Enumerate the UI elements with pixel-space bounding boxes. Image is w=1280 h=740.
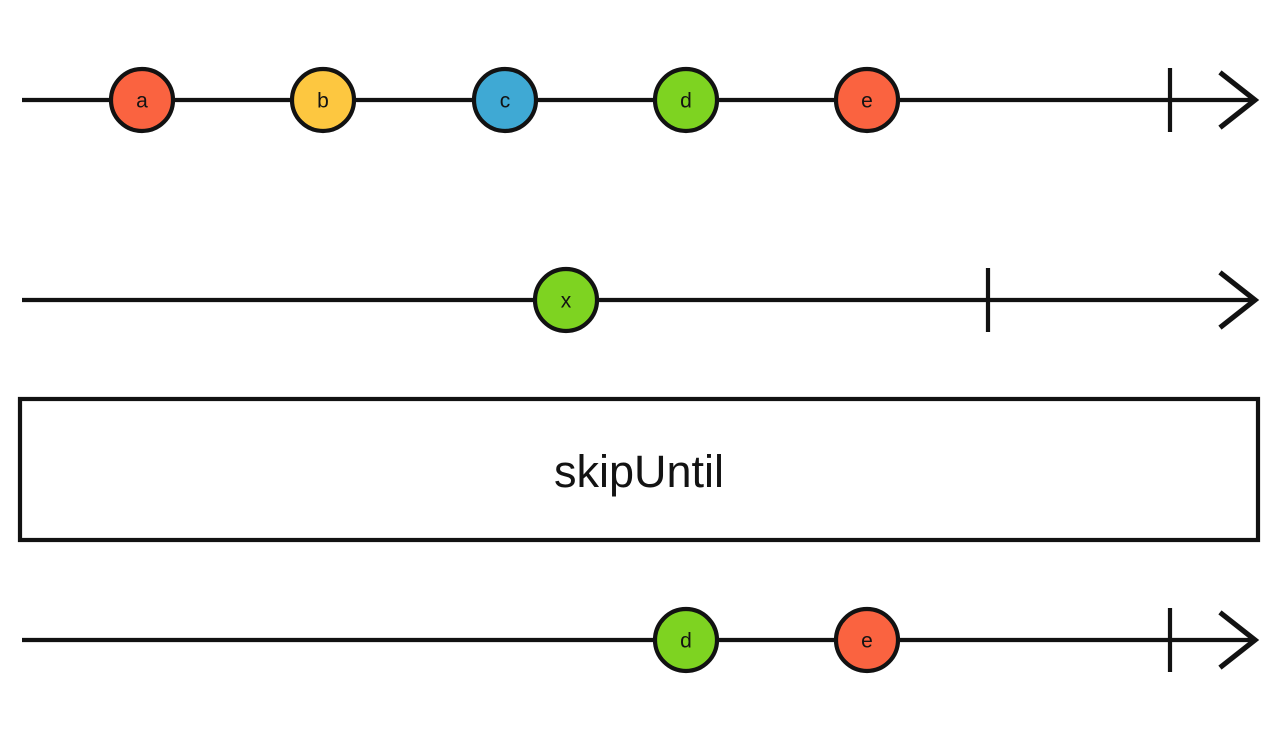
- marble-circle-e[interactable]: [833, 606, 901, 674]
- timeline-arrowhead: [1218, 610, 1260, 670]
- marble-circle-a[interactable]: [108, 66, 176, 134]
- marble-label-x: x: [561, 290, 572, 313]
- marble-b[interactable]: b: [289, 66, 357, 134]
- operator-box-label: skipUntil: [554, 446, 724, 497]
- operator-box-outline: [17, 396, 1261, 543]
- marble-c[interactable]: c: [471, 66, 539, 134]
- operator-box: skipUntil: [17, 396, 1261, 543]
- marble-e[interactable]: e: [833, 606, 901, 674]
- marble-label-a: a: [136, 90, 148, 113]
- marble-d[interactable]: d: [652, 606, 720, 674]
- marble-circle-d[interactable]: [652, 606, 720, 674]
- timeline-arrowhead: [1218, 70, 1260, 130]
- marble-circle-b[interactable]: [289, 66, 357, 134]
- marble-e[interactable]: e: [833, 66, 901, 134]
- marble-d[interactable]: d: [652, 66, 720, 134]
- marble-label-e: e: [861, 630, 873, 653]
- marble-circle-x[interactable]: [532, 266, 600, 334]
- timeline-arrowhead: [1218, 270, 1260, 330]
- marble-circle-d[interactable]: [652, 66, 720, 134]
- marble-x[interactable]: x: [532, 266, 600, 334]
- marble-circle-c[interactable]: [471, 66, 539, 134]
- marble-label-b: b: [317, 90, 329, 113]
- marble-label-e: e: [861, 90, 873, 113]
- marble-label-d: d: [680, 630, 692, 653]
- marble-a[interactable]: a: [108, 66, 176, 134]
- marble-circle-e[interactable]: [833, 66, 901, 134]
- timeline-source-observable: a b c d e: [22, 66, 1260, 134]
- timeline-notifier-observable: x: [22, 266, 1260, 334]
- operator-box-layer: skipUntil: [17, 396, 1261, 543]
- marble-label-c: c: [500, 90, 511, 113]
- marble-label-d: d: [680, 90, 692, 113]
